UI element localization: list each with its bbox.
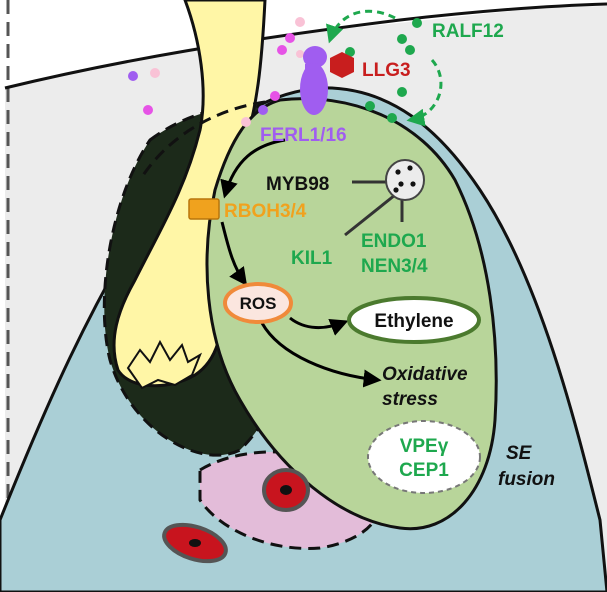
label-cep1: CEP1 [399,460,449,481]
synergid-nucleus [385,159,425,201]
label-rboh: RBOH3/4 [224,201,307,222]
arrow-rboh-to-ros [220,221,248,286]
ralf-cycle-arrow-top [326,9,396,44]
label-stress: stress [382,389,438,410]
llg3-hexagon [330,52,354,78]
label-ralf12: RALF12 [432,21,504,42]
ros-node [223,282,293,324]
label-nen: NEN3/4 [361,256,428,277]
label-oxidative: Oxidative [382,364,468,385]
vpe-cep-node [367,420,481,494]
label-ros: ROS [240,294,277,313]
label-se: SE [506,443,533,464]
ralf12-dots [345,18,422,123]
label-myb98: MYB98 [266,174,329,195]
label-ferl: FERL1/16 [260,125,347,146]
arrow-ros-to-oxidative [260,322,382,388]
ralf-cycle-arrow-right [406,58,443,127]
label-llg3: LLG3 [362,60,411,81]
nucleus-egg [262,468,310,512]
kil1-line [344,193,396,237]
arrow-ros-to-ethylene [289,316,349,336]
ferl-receptor [300,46,328,115]
label-vpe: VPEγ [400,436,449,457]
label-kil1: KIL1 [291,248,333,269]
label-fusion: fusion [498,469,555,490]
rboh-box [188,198,220,220]
label-endo1: ENDO1 [361,231,427,252]
synergid-dashed-outline [138,100,266,181]
nucleus-lower [162,522,228,564]
pollen-tube-burst [126,339,203,390]
label-ethylene: Ethylene [374,311,453,332]
ethylene-node [347,296,481,344]
top-outline [4,2,607,90]
peptide-dots [128,17,305,127]
arrow-ferl-to-rboh [220,138,286,199]
